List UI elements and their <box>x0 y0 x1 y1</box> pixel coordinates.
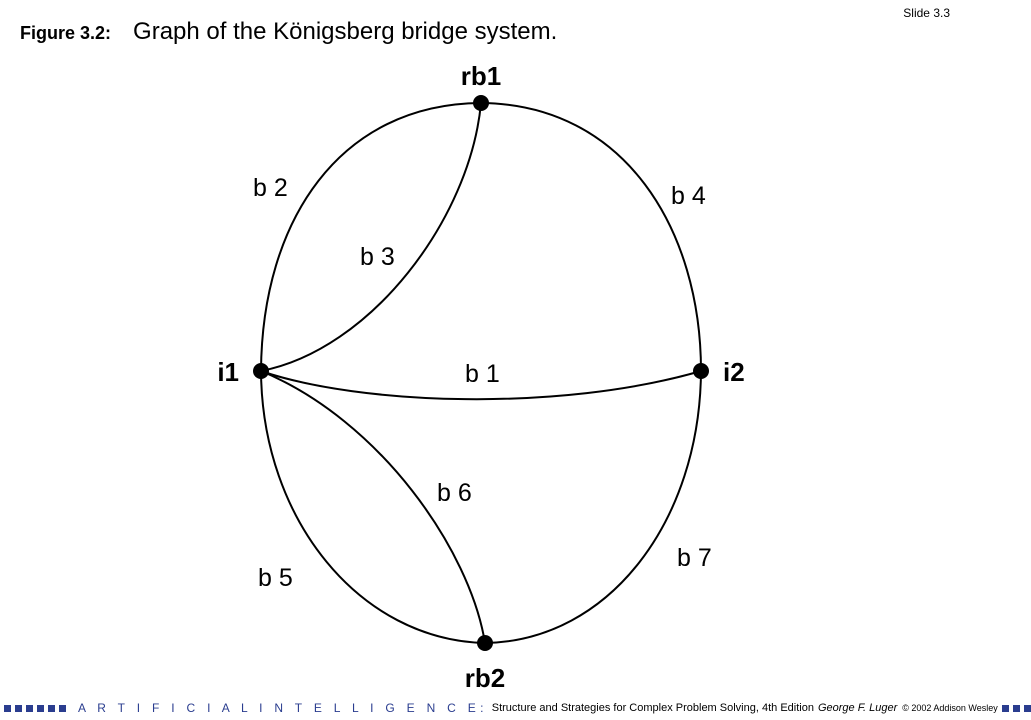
edge-label-b3: b 3 <box>360 243 395 271</box>
edge-label-b7: b 7 <box>677 544 712 572</box>
footer-squares-right <box>1001 704 1031 712</box>
edge-label-b6: b 6 <box>437 479 472 507</box>
footer-bar: A R T I F I C I A L I N T E L L I G E N … <box>0 700 1031 716</box>
edge-label-b1: b 1 <box>465 360 500 388</box>
node-label-rb2: rb2 <box>465 663 505 693</box>
edge-b1 <box>260 370 702 401</box>
edge-label-b5: b 5 <box>258 564 293 592</box>
figure-label: Figure 3.2: <box>20 23 112 43</box>
footer-book-title: Structure and Strategies for Complex Pro… <box>491 702 814 714</box>
footer-author: George F. Luger <box>817 702 898 714</box>
node-label-i1: i1 <box>217 357 239 387</box>
figure-title: Graph of the Königsberg bridge system. <box>133 18 558 45</box>
edge-b6 <box>260 370 486 644</box>
footer-brand: A R T I F I C I A L I N T E L L I G E N … <box>78 701 488 715</box>
footer-squares-left <box>4 704 66 712</box>
node-i1 <box>253 363 269 379</box>
edge-b2 <box>260 102 482 372</box>
edge-label-b4: b 4 <box>671 182 706 210</box>
edge-b3 <box>260 102 482 372</box>
node-label-i2: i2 <box>723 357 745 387</box>
edge-b4 <box>480 102 702 372</box>
node-label-rb1: rb1 <box>461 61 501 91</box>
slide-number: Slide 3.3 <box>903 6 950 20</box>
edge-label-b2: b 2 <box>253 174 288 202</box>
figure-header: Figure 3.2: Graph of the Königsberg brid… <box>20 18 557 46</box>
node-rb1 <box>473 95 489 111</box>
node-i2 <box>693 363 709 379</box>
node-rb2 <box>477 635 493 651</box>
edge-b5 <box>260 370 486 644</box>
konigsberg-graph-diagram: rb1 i1 i2 rb2 b 1 b 2 b 3 b 4 b 5 b 6 b … <box>217 61 745 693</box>
edge-b7 <box>484 370 702 644</box>
footer-copyright: © 2002 Addison Wesley <box>902 703 998 713</box>
